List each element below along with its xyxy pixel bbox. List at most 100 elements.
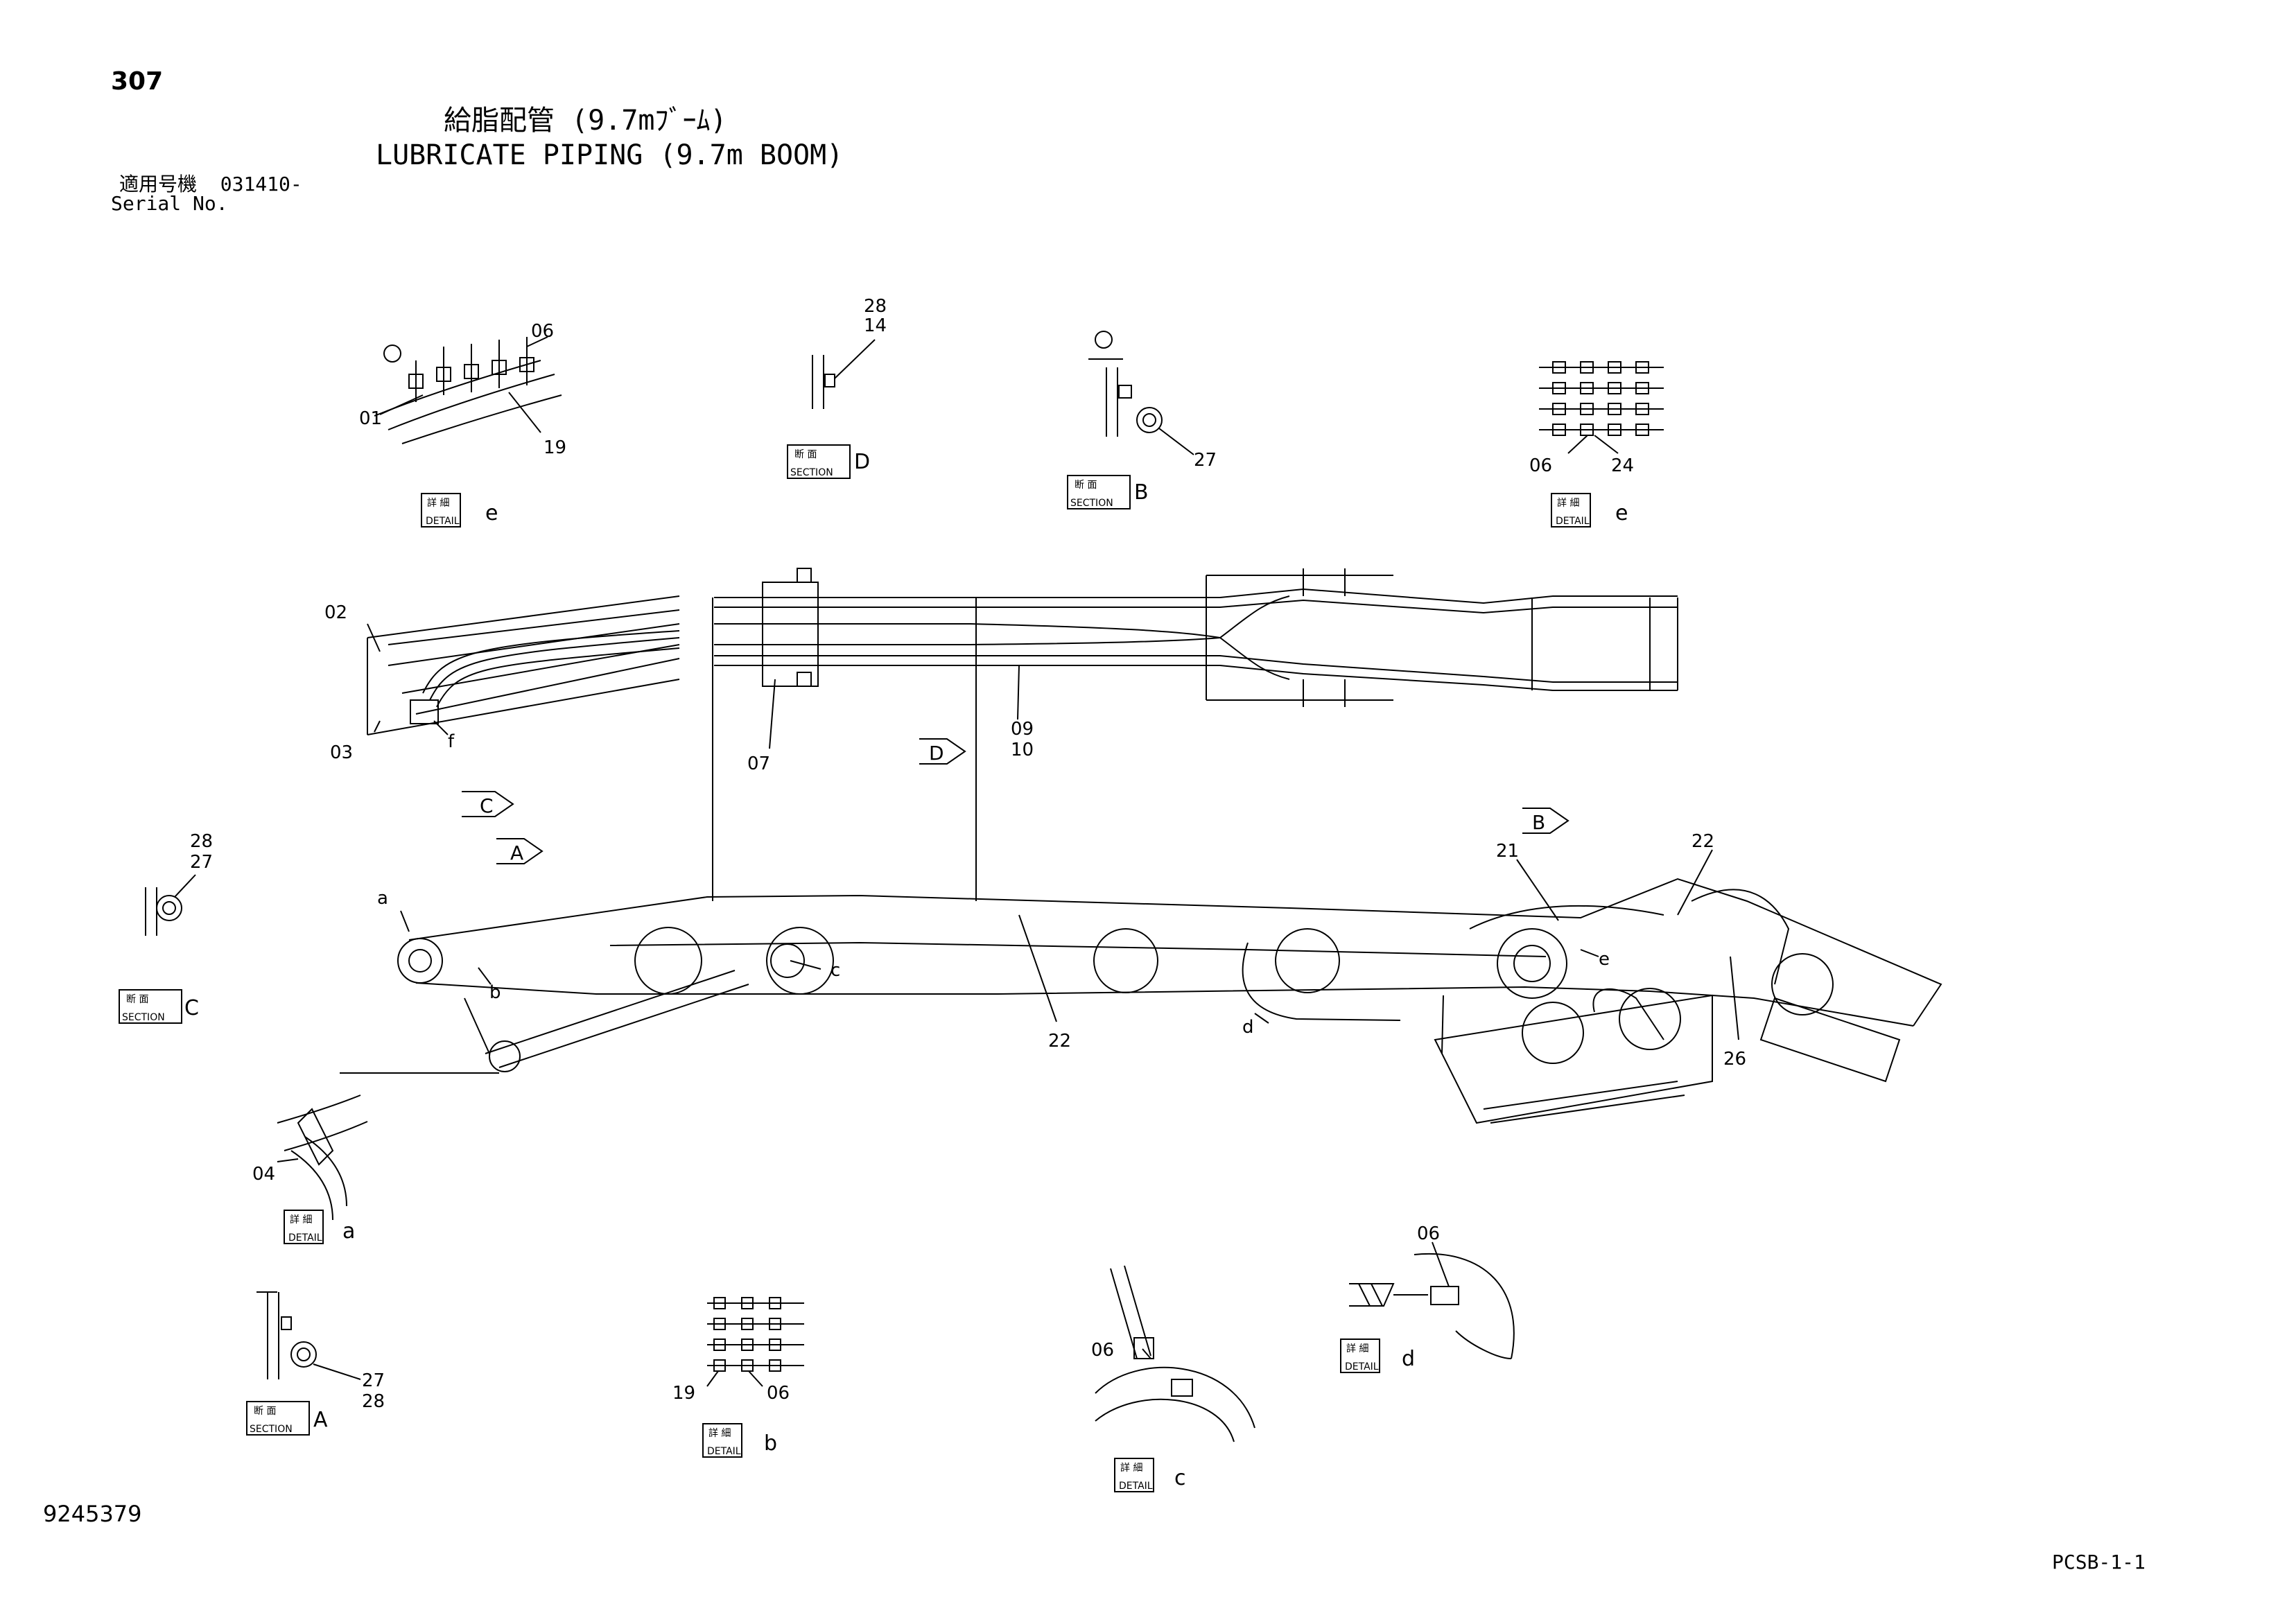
callout-24: 24 [1611,455,1634,476]
callout-22: 22 [1048,1031,1071,1052]
sheet-code: PCSB-1-1 [2052,1551,2146,1573]
callout-27: 27 [190,852,213,873]
callout-d: d [1242,1017,1254,1038]
callout-04: 04 [252,1164,275,1185]
tag-letter: B [1134,480,1149,505]
section-d-tag: 断 面 SECTION D [787,444,870,479]
tag-jp: 詳 細 [1557,498,1579,509]
section-b-tag: 断 面 SECTION B [1067,475,1149,509]
detail-e-right-tag: 詳 細 DETAIL e [1551,493,1628,527]
tag-en: SECTION [122,1012,165,1023]
callout-06: 06 [1529,455,1552,476]
detail-e-right-view: 06 24 [1529,361,1664,476]
detail-b-view: 19 06 [672,1297,804,1404]
section-c-view: 28 27 [145,831,213,936]
tag-en: SECTION [250,1424,293,1435]
tag-en: DETAIL [1119,1481,1153,1492]
tag-en: SECTION [1070,498,1113,509]
callout-28: 28 [864,296,887,317]
tag-en: SECTION [790,467,833,478]
arrow-letter: D [929,742,944,765]
callout-28: 28 [362,1391,385,1412]
tag-letter: e [485,501,498,525]
tag-jp: 詳 細 [1346,1343,1368,1354]
callout-06: 06 [531,321,554,342]
title-japanese: 給脂配管 (9.7mﾌﾞｰﾑ) [444,105,727,137]
tag-letter: a [342,1219,355,1244]
section-a-view: 27 28 [256,1291,385,1412]
tag-jp: 断 面 [1075,480,1097,491]
callout-c: c [830,960,840,981]
view-arrow-a: A [496,838,543,864]
section-b-view: 27 [1088,331,1217,471]
callout-14: 14 [864,315,887,336]
detail-e-top-tag: 詳 細 DETAIL e [421,493,498,527]
detail-e-top-view: 01 06 19 [359,321,566,458]
title-english: LUBRICATE PIPING (9.7m BOOM) [376,139,844,171]
callout-27: 27 [1194,450,1217,471]
detail-d-view: 06 [1349,1223,1515,1359]
callout-b: b [489,982,501,1003]
callout-06: 06 [767,1383,790,1404]
view-arrow-b: B [1522,808,1569,834]
section-d-view: 28 14 [812,296,887,409]
tag-letter: A [313,1408,328,1432]
callout-01: 01 [359,408,382,429]
tag-letter: D [854,450,870,474]
tag-letter: c [1174,1466,1186,1490]
serial-label-japanese: 適用号機 031410- [119,175,302,194]
tag-en: DETAIL [1556,516,1590,527]
detail-a-view: 04 [252,1095,368,1221]
arrow-letter: B [1532,811,1545,834]
callout-28: 28 [190,831,213,852]
serial-label-jp: 適用号機 [119,173,198,195]
section-a-tag: 断 面 SECTION A [246,1401,328,1436]
detail-c-view: 06 [1091,1265,1255,1442]
callout-19: 19 [543,437,566,458]
detail-b-tag: 詳 細 DETAIL b [702,1423,777,1458]
tag-jp: 詳 細 [708,1428,731,1439]
section-c-tag: 断 面 SECTION C [119,989,199,1024]
serial-value: 031410- [220,173,302,195]
tag-jp: 断 面 [794,449,817,460]
tag-en: DETAIL [1345,1361,1379,1372]
callout-21: 21 [1496,841,1519,862]
callout-a: a [377,888,388,909]
callout-02: 02 [324,602,347,623]
page-number: 307 [111,67,164,96]
tag-en: DETAIL [707,1446,741,1457]
callout-26: 26 [1723,1049,1746,1070]
tag-en: DETAIL [426,516,460,527]
tag-en: DETAIL [288,1232,322,1244]
callout-19: 19 [672,1383,695,1404]
detail-d-tag: 詳 細 DETAIL d [1340,1338,1415,1373]
tag-letter: d [1402,1347,1415,1371]
callout-22-right: 22 [1691,831,1714,852]
tag-jp: 詳 細 [290,1214,312,1226]
callout-e: e [1599,949,1610,970]
tag-letter: e [1615,501,1628,525]
callout-f: f [448,731,455,752]
arrow-letter: C [480,794,494,817]
tag-jp: 断 面 [254,1406,276,1417]
callout-27: 27 [362,1370,385,1391]
callout-10: 10 [1011,740,1034,760]
callout-06: 06 [1417,1223,1440,1244]
tag-jp: 断 面 [126,994,148,1005]
detail-a-tag: 詳 細 DETAIL a [284,1210,355,1244]
boom-foot-view: 02 03 f [324,595,680,763]
callout-06: 06 [1091,1340,1114,1361]
boom-top-plan-view: 07 09 10 [712,568,1678,901]
view-arrow-d: D [919,738,966,765]
view-arrow-c: C [462,791,514,817]
callout-07: 07 [747,753,770,774]
serial-label-english: Serial No. [111,192,228,215]
boom-side-view: a b c 22 d 21 e 22 26 [340,831,1942,1124]
tag-letter: C [184,996,199,1020]
arrow-letter: A [510,841,523,864]
callout-09: 09 [1011,719,1034,740]
tag-jp: 詳 細 [427,498,449,509]
callout-03: 03 [330,742,353,763]
tag-letter: b [764,1431,777,1456]
